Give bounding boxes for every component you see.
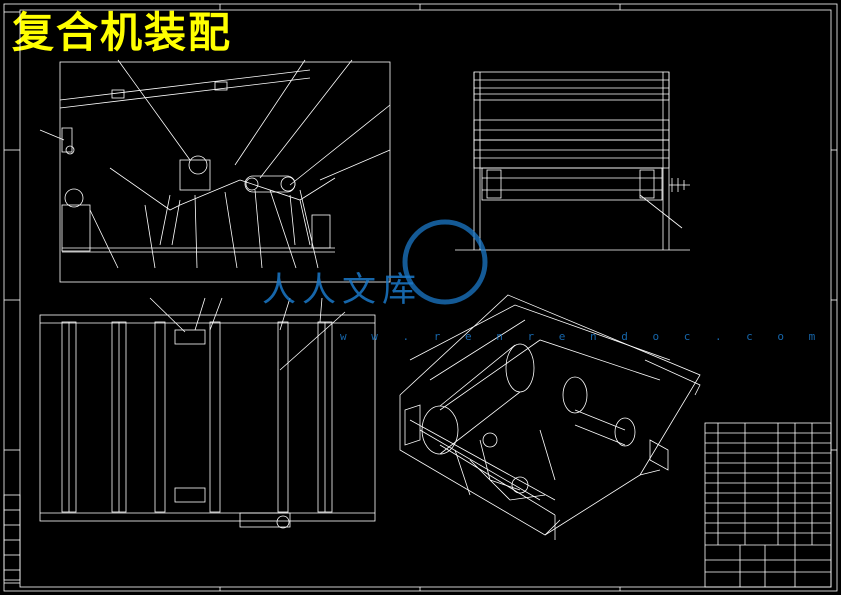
top-view	[39, 297, 376, 529]
watermark-text: 人人文库	[262, 270, 422, 310]
drawing-title: 复合机装配	[12, 8, 233, 57]
side-view	[455, 71, 690, 251]
front-view	[39, 59, 391, 283]
watermark-logo	[402, 219, 488, 305]
revision-strip	[3, 494, 21, 581]
sheet-border-outer	[3, 3, 838, 592]
sheet-border-inner	[19, 9, 832, 588]
watermark-url: w w . r e n r e n d o c . c o m	[340, 330, 825, 343]
isometric-view	[399, 294, 701, 540]
title-block	[704, 422, 832, 588]
